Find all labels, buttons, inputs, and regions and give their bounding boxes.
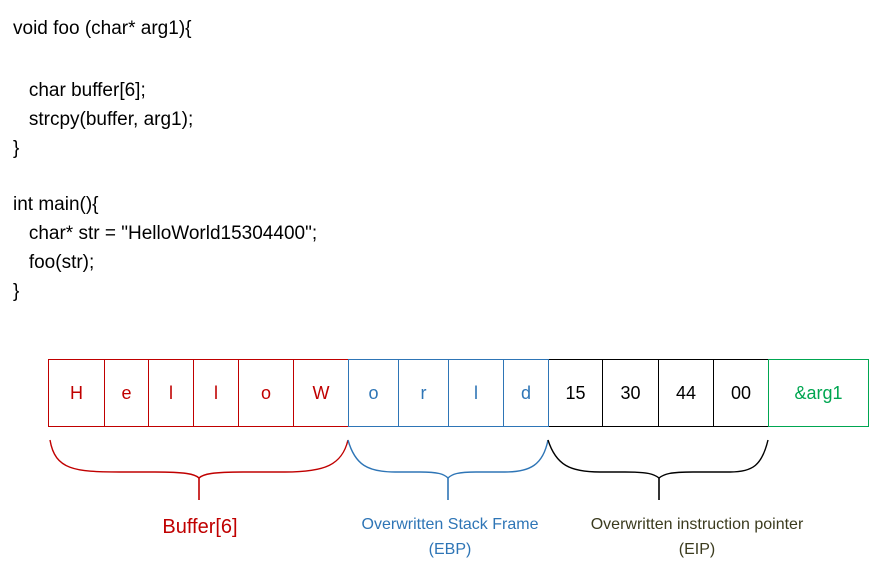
memory-cell-buffer: l [148,359,194,427]
code-line: } [13,138,20,159]
ebp-label-title: Overwritten Stack Frame [361,516,539,533]
memory-cell-ebp: l [448,359,504,427]
memory-cell-eip: 44 [658,359,714,427]
ebp-label-subtitle: (EBP) [428,541,472,558]
code-line: } [13,281,20,302]
code-line: foo(str); [13,252,95,273]
buffer-label: Buffer[6] [162,516,238,538]
memory-cell-ebp: r [398,359,449,427]
code-line: int main(){ [13,194,99,215]
memory-cell-eip: 00 [713,359,769,427]
memory-cell-eip: 30 [602,359,659,427]
memory-cell-arg: &arg1 [768,359,869,427]
memory-cell-buffer: o [238,359,294,427]
eip-brace [547,439,769,479]
memory-cell-buffer: l [193,359,239,427]
code-line: void foo (char* arg1){ [13,18,192,39]
code-line: char buffer[6]; [13,80,146,101]
code-line: strcpy(buffer, arg1); [13,109,194,130]
memory-cell-buffer: H [48,359,105,427]
eip-label-subtitle: (EIP) [678,541,716,558]
buffer-brace [49,439,349,479]
eip-label-title: Overwritten instruction pointer [590,516,804,533]
memory-cell-buffer: e [104,359,149,427]
memory-cell-ebp: o [348,359,399,427]
memory-cell-ebp: d [503,359,549,427]
memory-cell-buffer: W [293,359,349,427]
ebp-brace [347,439,549,479]
code-line: char* str = "HelloWorld15304400"; [13,223,318,244]
memory-cell-eip: 15 [548,359,603,427]
